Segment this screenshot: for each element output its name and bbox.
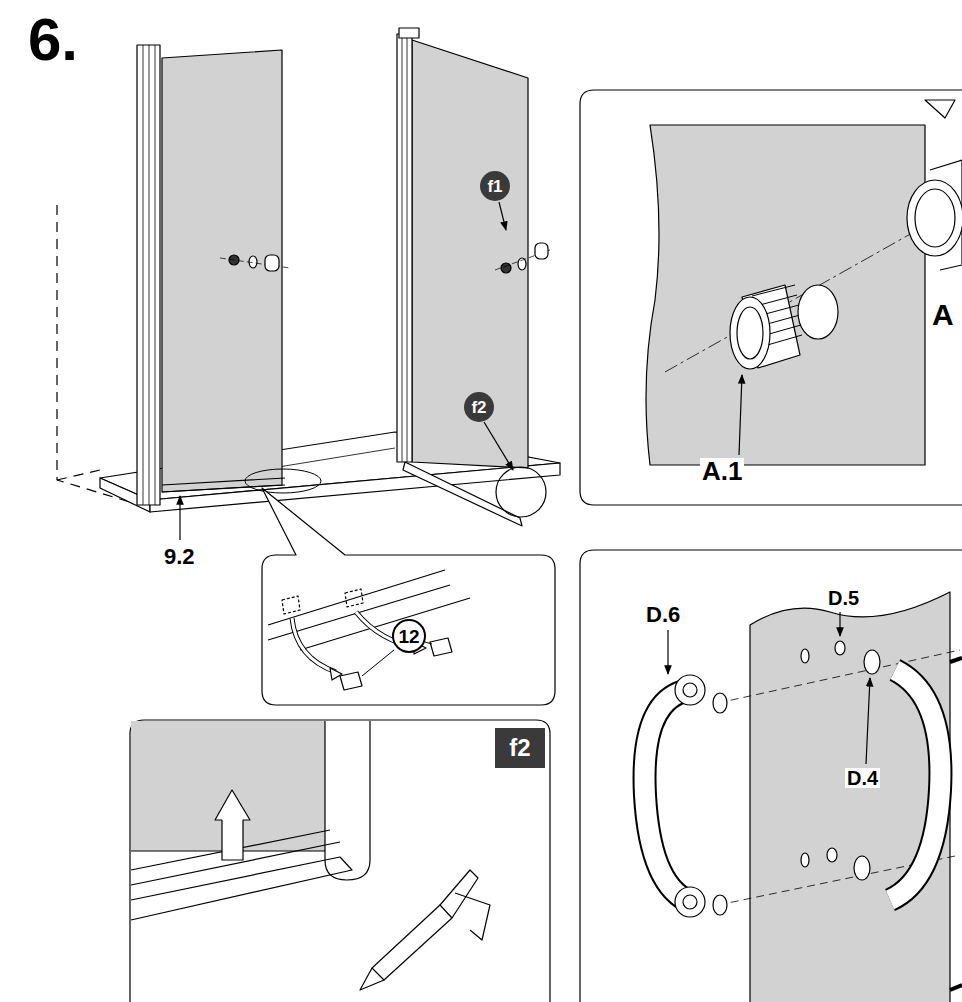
part-label: D.6 [644, 604, 682, 626]
main-view-part [57, 470, 100, 480]
main-view-part [399, 28, 419, 38]
d-inset-part [890, 670, 940, 900]
zoom-inset [262, 488, 555, 705]
a-inset-part [580, 90, 962, 505]
zoom-inset-part [356, 612, 420, 648]
callout-circle: f2 [464, 392, 494, 422]
zoom-inset-part [430, 638, 452, 656]
f2-inset-part [455, 893, 490, 940]
d-inset-part [866, 678, 870, 764]
main-view-part [518, 258, 526, 270]
part-label: 9.2 [162, 546, 197, 568]
d-inset-part [713, 693, 727, 713]
d-inset-part [683, 895, 697, 909]
zoom-inset-part [356, 612, 420, 648]
main-view-part [137, 45, 160, 505]
d-inset-part [835, 641, 845, 655]
main-view-part [162, 478, 285, 492]
a-inset-part [730, 297, 770, 369]
d-inset-part [950, 658, 962, 990]
f2-inset [130, 720, 550, 1002]
d-inset-part [827, 848, 837, 862]
part-label: A [930, 300, 956, 330]
main-view-part [397, 34, 412, 462]
step-number: 6. [26, 10, 80, 70]
callout-circle: f1 [480, 171, 510, 201]
a-inset-part [798, 285, 838, 339]
d-inset-part [864, 650, 880, 674]
d-inset-part [801, 649, 809, 663]
d-inset-part [890, 670, 940, 900]
zoom-inset-part [345, 589, 363, 607]
main-view-part [402, 34, 407, 462]
d-inset-part [675, 675, 705, 705]
node-text: f2 [509, 736, 530, 760]
f2-inset-part [130, 720, 550, 1002]
d-inset-part [750, 592, 950, 1002]
d-inset-part [645, 690, 690, 902]
a-inset-part [907, 180, 962, 256]
main-view-part [143, 45, 155, 505]
a-inset-part [737, 307, 763, 359]
f2-inset-part [325, 721, 370, 880]
a-inset-part [925, 100, 955, 118]
d-inset-part [667, 630, 668, 674]
a-inset-part [915, 189, 955, 247]
part-label: D.5 [826, 588, 861, 608]
d-inset-part [854, 856, 870, 880]
main-view-part [484, 422, 513, 470]
main-view-part [499, 202, 506, 230]
d-inset-part [718, 650, 960, 905]
zoom-inset-part [282, 596, 300, 614]
zoom-inset-part [262, 488, 555, 705]
main-view-part [245, 469, 321, 493]
d-inset-part [713, 895, 727, 915]
a-inset-part [739, 375, 742, 455]
callout-number: 12 [392, 619, 426, 653]
d-inset-part [839, 612, 840, 636]
f2-inset-part [372, 905, 452, 980]
f2-inset-part [360, 968, 384, 990]
d-inset-part [675, 887, 705, 917]
a-inset-part [646, 125, 925, 465]
main-view-part [162, 50, 282, 492]
main-view [57, 28, 560, 540]
zoom-inset-part [340, 672, 362, 690]
a-inset [580, 90, 962, 505]
node-text: f2 [471, 399, 486, 416]
d-inset-part [683, 683, 697, 697]
main-view-part [501, 263, 511, 273]
zoom-inset-part [292, 618, 336, 672]
node-text: 12 [398, 627, 419, 646]
main-view-part [179, 496, 180, 540]
main-view-part [412, 40, 528, 468]
d-inset-part [801, 853, 809, 867]
part-label: A.1 [700, 458, 744, 484]
zoom-inset-part [292, 618, 336, 672]
main-view-part [403, 462, 522, 526]
d-inset-part [645, 690, 690, 902]
node-text: f1 [487, 178, 502, 195]
main-view-part [535, 243, 548, 259]
d-inset-part [580, 550, 962, 1002]
f2-inset-part [215, 790, 250, 860]
part-label: D.4 [845, 768, 880, 788]
detail-tag: f2 [495, 728, 545, 768]
main-view-part [496, 467, 546, 517]
main-view-part [265, 255, 279, 271]
d-inset [580, 550, 962, 1002]
main-view-part [57, 205, 140, 505]
